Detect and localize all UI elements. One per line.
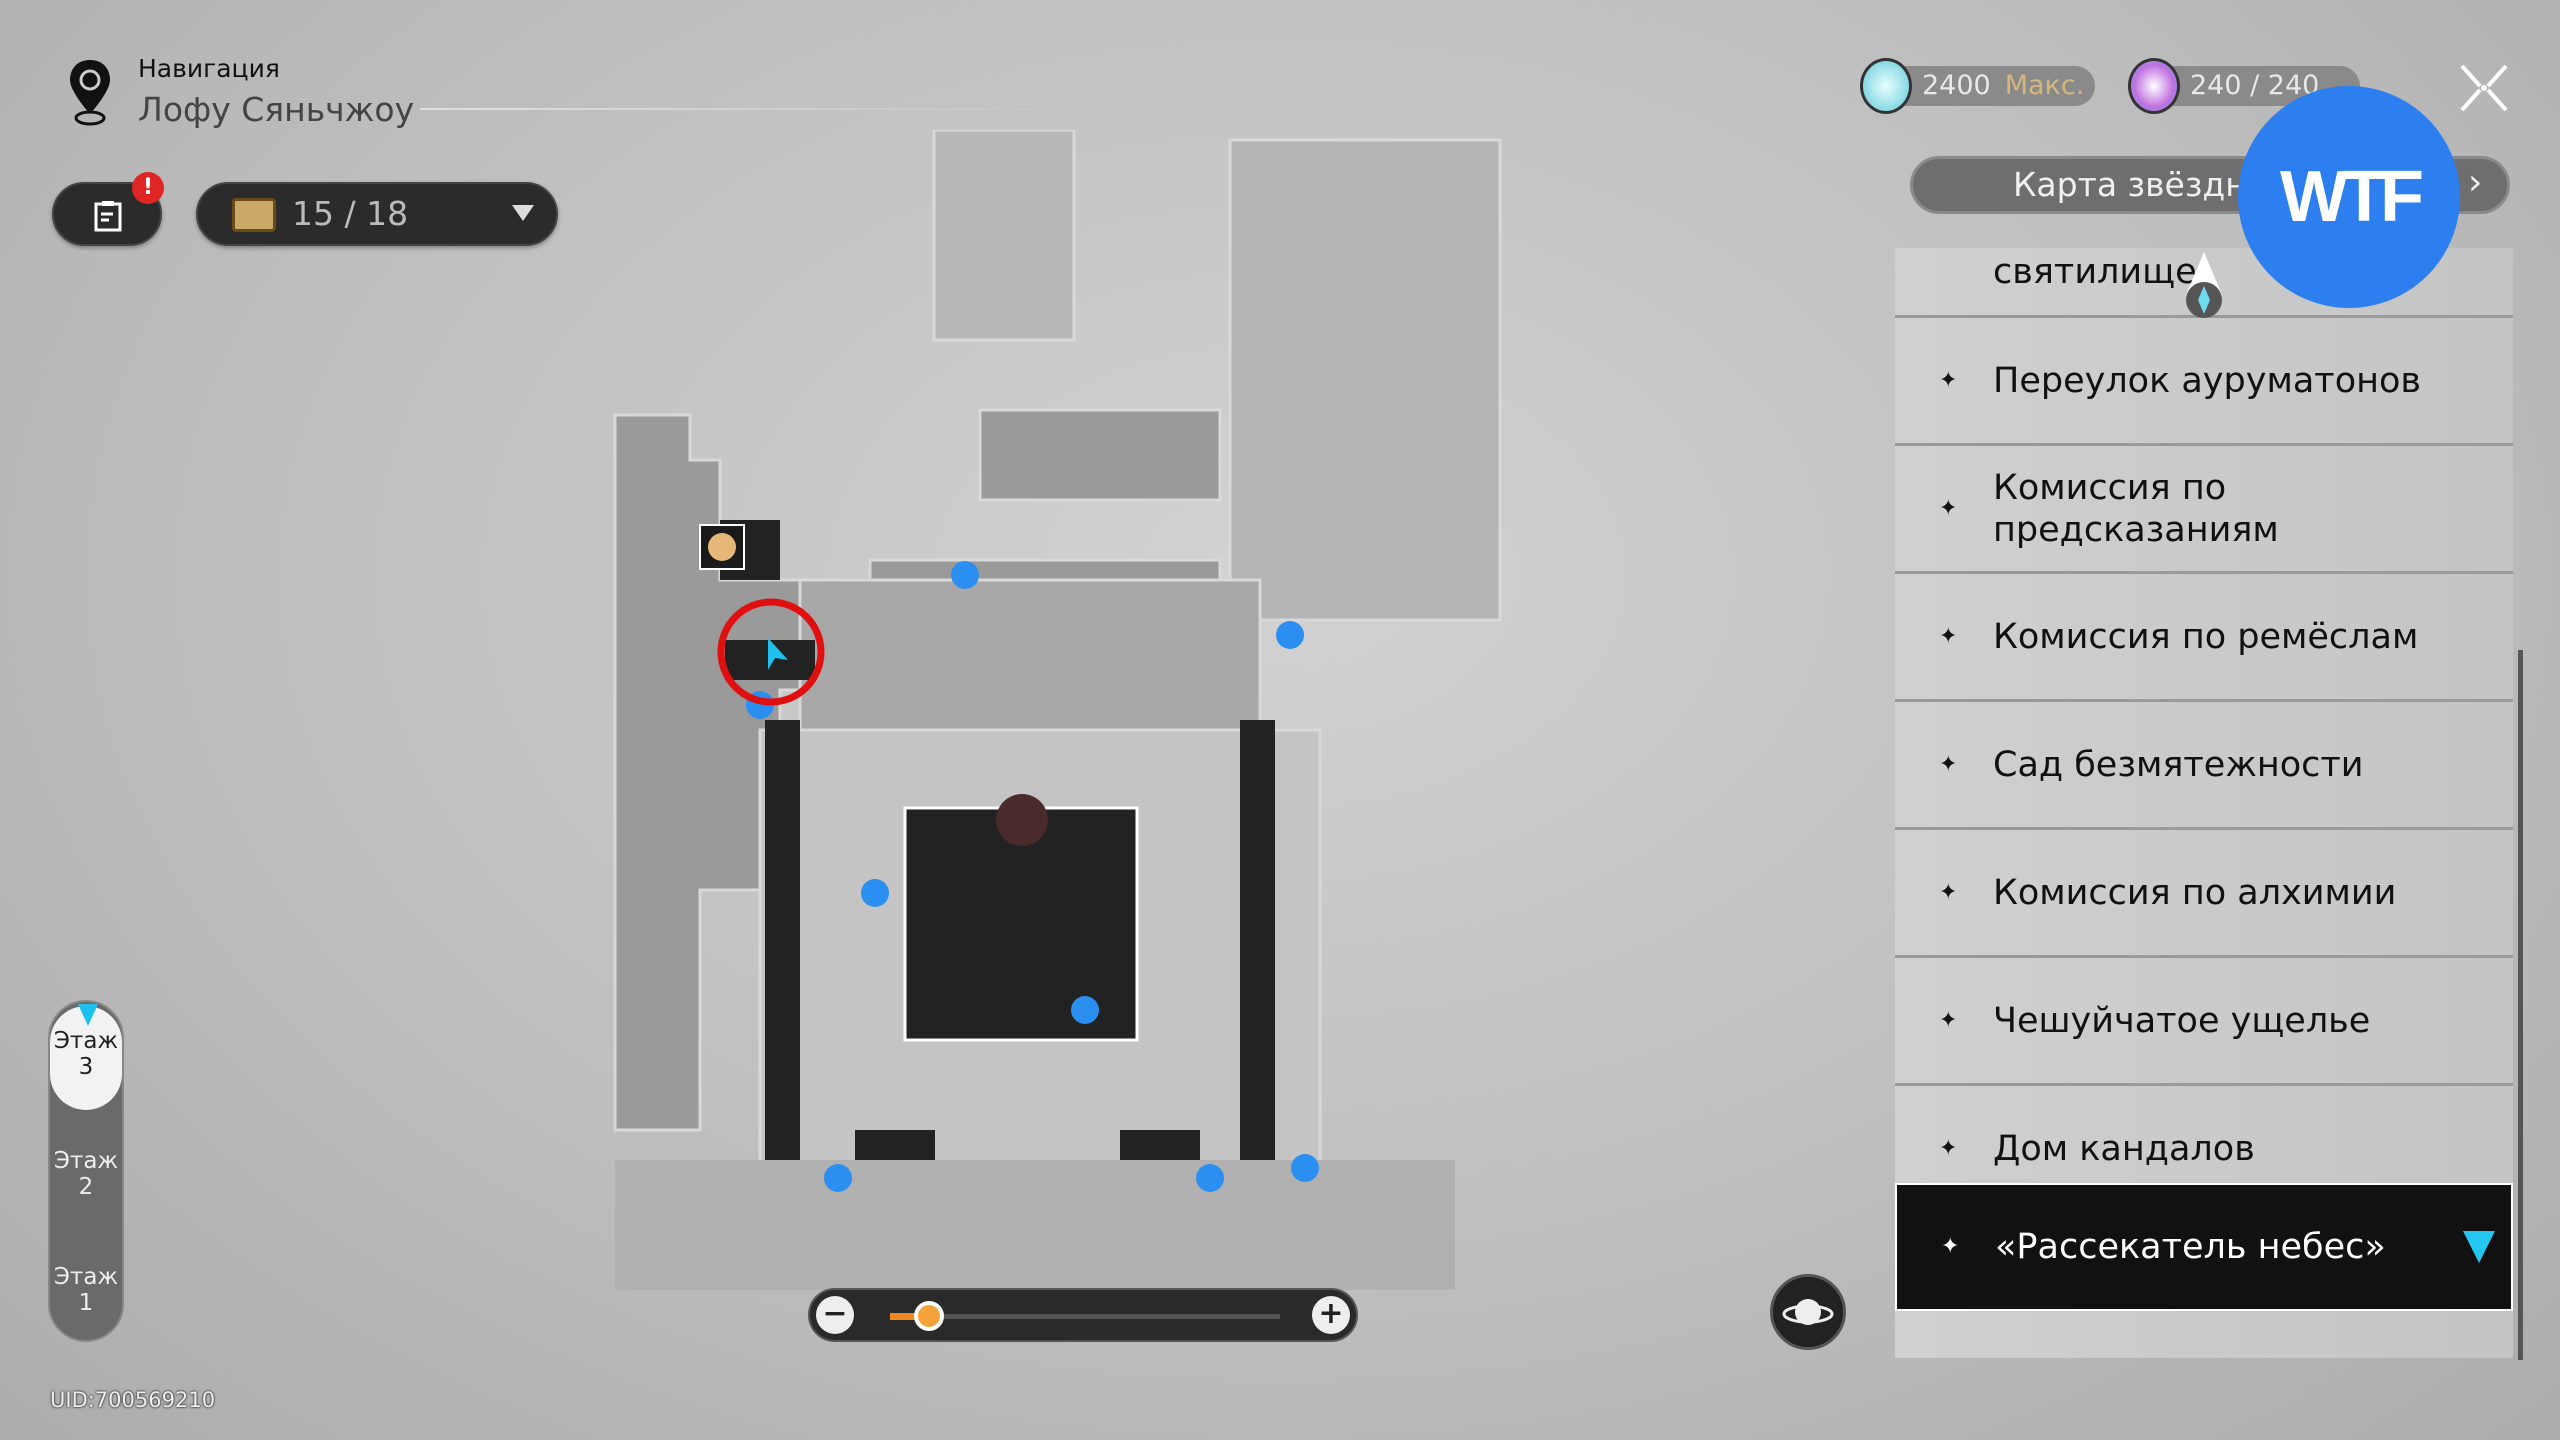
player-arrow-icon — [768, 638, 788, 670]
list-item-label: Комиссия по алхимии — [1993, 872, 2397, 913]
location-list[interactable]: святилище ✦ Переулок аурумато­нов ✦ Комисс… — [1895, 248, 2513, 1358]
list-item-label: Чешуйчатое ущелье — [1993, 1000, 2371, 1041]
star-icon: ✦ — [1939, 879, 1958, 905]
clipboard-icon — [94, 201, 122, 232]
location-name: Лофу Сяньчжоу — [138, 90, 415, 129]
list-item[interactable]: ✦ Комиссия по ремёслам — [1895, 574, 2513, 702]
list-item[interactable]: ✦ Переулок аурумато­нов — [1895, 318, 2513, 446]
star-icon: ✦ — [1939, 495, 1958, 521]
uid-label: UID:700569210 — [50, 1388, 216, 1412]
trailblaze-power-counter[interactable]: 240 / 240 — [2148, 66, 2360, 106]
area-map[interactable] — [600, 130, 1520, 1290]
floor-number: 2 — [78, 1174, 94, 1200]
floor-number: 1 — [78, 1290, 94, 1316]
floor-label: Этаж — [53, 1264, 119, 1290]
zoom-in-button[interactable]: + — [1312, 1296, 1350, 1334]
wtf-overlay-badge: WTF — [2238, 86, 2460, 308]
chest-count: 15 / 18 — [292, 194, 409, 233]
scrollbar[interactable] — [2518, 650, 2523, 1360]
list-item-label: святилище — [1993, 251, 2197, 292]
stellar-jade-icon — [1860, 58, 1912, 114]
list-item[interactable]: ✦ Комиссия по предсказаниям — [1895, 446, 2513, 574]
list-item-label: «Рассекатель небес» — [1995, 1227, 2386, 1267]
list-item[interactable]: ✦ Комиссия по алхимии — [1895, 830, 2513, 958]
floor-label: Этаж — [53, 1148, 119, 1174]
boss-marker-icon[interactable] — [996, 794, 1048, 846]
zoom-slider[interactable]: − + — [808, 1288, 1358, 1342]
treasure-chest-dropdown[interactable] — [196, 182, 558, 246]
zoom-track[interactable] — [890, 1314, 1280, 1319]
floor-label: Этаж — [53, 1028, 119, 1054]
star-icon: ✦ — [1941, 1234, 1960, 1259]
list-item-label: Переулок аурумато­нов — [1993, 360, 2422, 401]
list-item[interactable]: ✦ Чешуйчатое ущелье — [1895, 958, 2513, 1086]
close-icon[interactable] — [2456, 60, 2512, 116]
zoom-handle[interactable] — [914, 1301, 944, 1331]
puzzle-icon[interactable] — [708, 533, 736, 561]
location-pin-icon — [2186, 252, 2222, 318]
star-icon: ✦ — [1939, 1135, 1958, 1161]
list-item-label: Комиссия по ремёслам — [1993, 616, 2419, 657]
star-icon: ✦ — [1939, 367, 1958, 393]
selected-marker-icon — [2463, 1231, 2495, 1263]
planet-icon — [1782, 1299, 1834, 1325]
planet-button[interactable] — [1770, 1274, 1846, 1350]
page-title: Навигация — [138, 54, 280, 83]
list-item[interactable]: ✦ Сад безмятежности — [1895, 702, 2513, 830]
star-icon: ✦ — [1939, 623, 1958, 649]
stellar-jade-counter: 2400 Макс. — [1880, 66, 2095, 106]
current-floor-icon — [78, 1004, 98, 1026]
highlight-circle — [717, 598, 825, 706]
list-item-label: Дом кандалов — [1993, 1128, 2255, 1169]
trailblaze-power-value: 240 / 240 — [2190, 70, 2320, 101]
alert-badge: ! — [132, 172, 164, 204]
zoom-out-button[interactable]: − — [816, 1296, 854, 1334]
treasure-chest-icon — [232, 198, 276, 232]
list-item-label: Комиссия по предсказаниям — [1993, 467, 2279, 550]
map-pin-icon — [70, 60, 110, 126]
chevron-right-icon: › — [2468, 162, 2483, 203]
divider — [420, 108, 1070, 110]
stellar-jade-value: 2400 — [1922, 70, 1991, 101]
max-label: Макс. — [2004, 70, 2085, 101]
caret-down-icon[interactable] — [512, 205, 534, 221]
floor-number: 3 — [78, 1054, 94, 1080]
star-icon: ✦ — [1939, 751, 1958, 777]
trailblaze-power-icon — [2128, 58, 2180, 114]
star-icon: ✦ — [1939, 1007, 1958, 1033]
list-item-selected[interactable]: ✦ «Рассекатель небес» — [1895, 1183, 2513, 1311]
list-item-label: Сад безмятежности — [1993, 744, 2364, 785]
zoom-fill — [890, 1313, 929, 1320]
